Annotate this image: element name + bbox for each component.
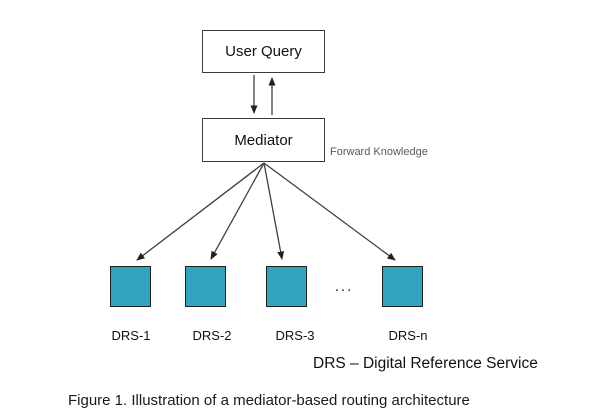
mediator-label: Mediator — [234, 131, 293, 149]
arrow-mediator-to-drsn — [263, 162, 396, 261]
drs-node-2-label: DRS-2 — [192, 328, 232, 343]
user-query-label: User Query — [225, 43, 302, 60]
user-query-box: User Query — [202, 30, 325, 73]
legend-text: DRS – Digital Reference Service — [313, 355, 538, 372]
drs-node-n — [382, 266, 423, 307]
drs-node-n-label: DRS-n — [388, 328, 428, 343]
drs-node-1-label: DRS-1 — [111, 328, 151, 343]
drs-node-3-label: DRS-3 — [275, 328, 315, 343]
drs-node-2 — [185, 266, 226, 307]
arrow-mediator-to-drs2 — [210, 162, 265, 260]
drs-node-1 — [110, 266, 151, 307]
forward-knowledge-label: Forward Knowledge — [330, 146, 428, 158]
arrow-mediator-to-drs1 — [136, 162, 265, 261]
mediator-box: Mediator — [202, 118, 325, 162]
figure-caption: Figure 1. Illustration of a mediator-bas… — [68, 392, 470, 409]
ellipsis-more-nodes: ... — [334, 278, 354, 295]
drs-node-3 — [266, 266, 307, 307]
arrow-mediator-to-drs3 — [263, 162, 285, 260]
